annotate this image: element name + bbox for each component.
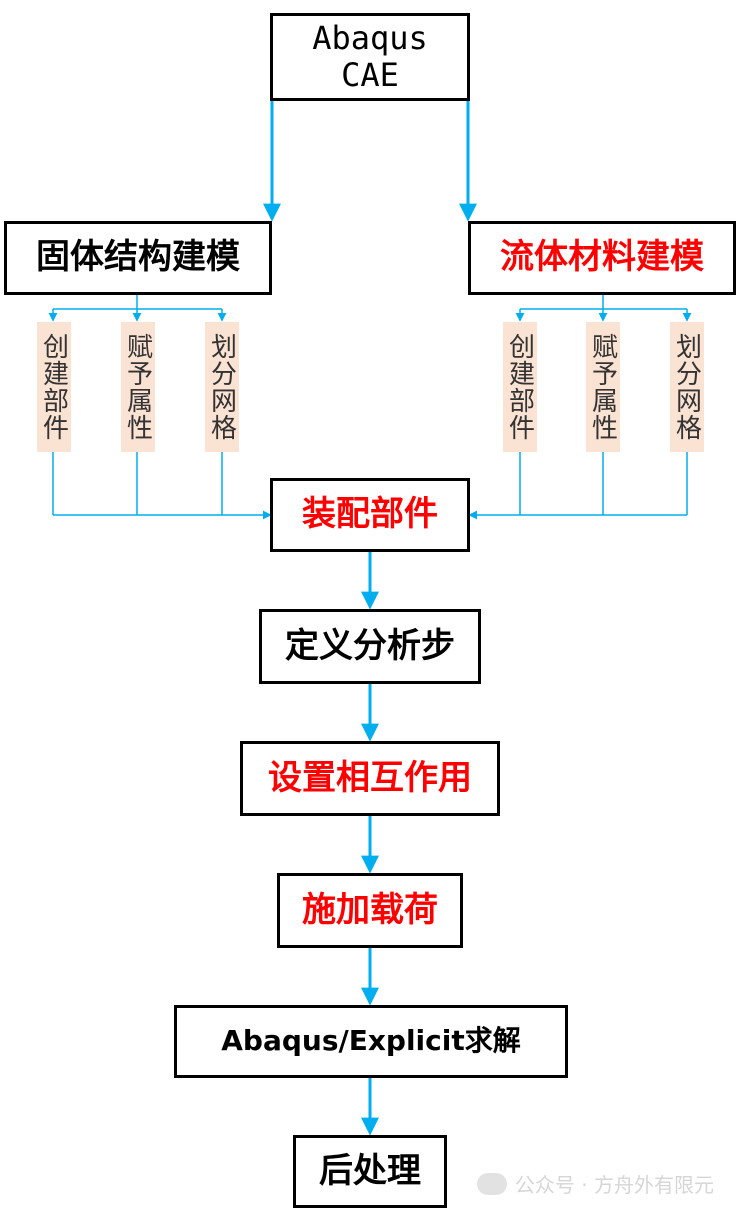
wechat-icon: [476, 1172, 507, 1195]
left-sub-create-part: 创建部件: [37, 322, 71, 452]
right-sub-create-part: 创建部件: [503, 322, 537, 452]
watermark-text: 公众号 · 方舟外有限元: [514, 1173, 714, 1197]
fluid-modeling-node: 流体材料建模: [468, 221, 736, 295]
abaqus-cae-node: Abaqus CAE: [270, 13, 470, 101]
left-sub-assign-property: 赋予属性: [121, 322, 155, 452]
post-processing-node: 后处理: [293, 1135, 447, 1208]
interaction-node: 设置相互作用: [240, 741, 500, 816]
assembly-node: 装配部件: [270, 478, 470, 552]
define-step-node: 定义分析步: [259, 609, 481, 684]
right-sub-assign-property: 赋予属性: [586, 322, 620, 452]
solid-modeling-node: 固体结构建模: [4, 221, 272, 295]
right-sub-mesh: 划分网格: [670, 322, 704, 452]
left-sub-mesh: 划分网格: [205, 322, 239, 452]
explicit-solve-node: Abaqus/Explicit求解: [174, 1005, 568, 1078]
apply-load-node: 施加载荷: [277, 873, 463, 948]
watermark: 公众号 · 方舟外有限元: [476, 1169, 714, 1198]
